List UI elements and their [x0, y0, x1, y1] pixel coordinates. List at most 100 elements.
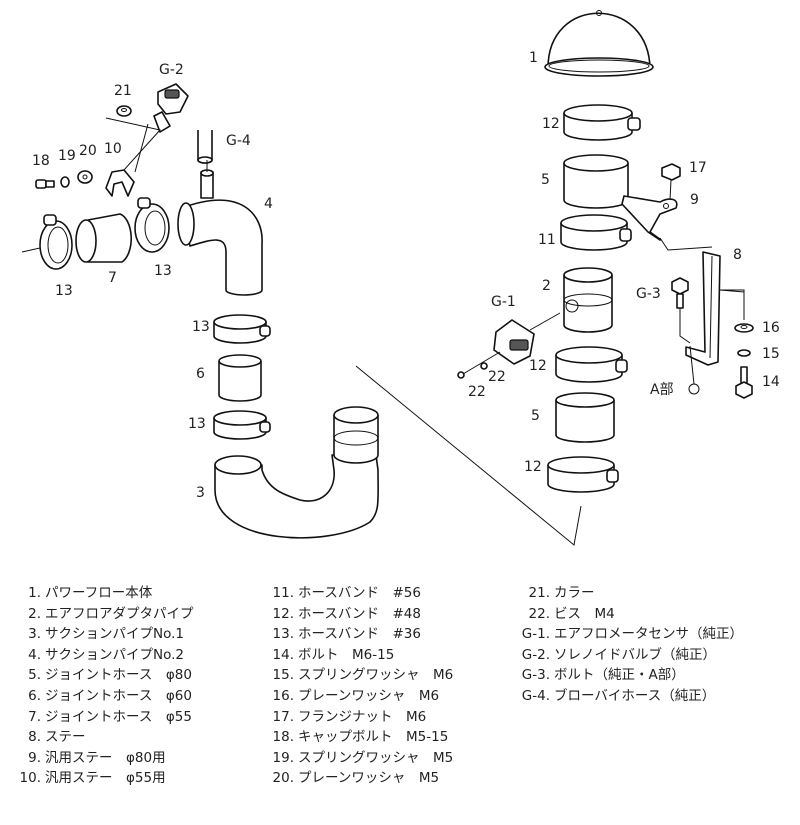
leader-line-a-part — [689, 345, 695, 385]
part-g4-blowby-hose — [197, 130, 213, 164]
callout-19: 19 — [58, 148, 76, 164]
callout-10: 10 — [104, 141, 122, 157]
legend-item: G-3.ボルト（純正・A部） — [508, 665, 743, 686]
legend-item: 6.ジョイントホース φ60 — [8, 686, 194, 707]
callout-13-left2: 13 — [154, 263, 172, 279]
legend-item-text: ホースバンド #36 — [298, 626, 421, 643]
legend-item-text: キャップボルト M5-15 — [298, 729, 449, 746]
callout-11: 11 — [538, 232, 556, 248]
legend-item-text: ジョイントホース φ55 — [45, 708, 192, 725]
legend-item-text: ジョイントホース φ80 — [45, 667, 192, 684]
callout-1: 1 — [529, 50, 538, 66]
leader-14-16 — [719, 289, 745, 320]
legend-item-number: 10. — [19, 770, 41, 787]
legend-item-number: 6. — [28, 687, 41, 704]
callout-13-left: 13 — [55, 283, 73, 299]
legend-item-text: ブローバイホース（純正） — [554, 687, 716, 704]
callout-22-a: 22 — [488, 369, 506, 385]
legend-item-text: カラー — [554, 585, 595, 601]
callout-5-upper: 5 — [541, 172, 550, 188]
part-12-band-top — [563, 104, 641, 141]
part-5-joint-hose-upper — [563, 154, 629, 209]
legend-item-number: 20. — [272, 770, 294, 787]
part-13-band-left2 — [134, 197, 170, 253]
legend-item-number: 13. — [272, 626, 294, 643]
part-13-band-left — [21, 214, 73, 270]
part-2-airflow-adapter-pipe — [563, 267, 613, 333]
legend-item-number: 7. — [28, 708, 41, 725]
legend-item: 7.ジョイントホース φ55 — [8, 707, 194, 728]
legend-item-number: 9. — [28, 749, 41, 766]
part-g3-bolt — [671, 277, 691, 344]
callout-17: 17 — [689, 160, 707, 176]
leader-line-pipe3-to-band12 — [355, 365, 582, 546]
legend-item-number: 22. — [528, 605, 550, 622]
callout-6: 6 — [196, 366, 205, 382]
part-6-joint-hose-60 — [218, 354, 262, 402]
callout-g1: G-1 — [491, 294, 516, 310]
legend-item-text: ホースバンド #56 — [298, 585, 421, 601]
legend-item: 9.汎用ステー φ80用 — [8, 748, 194, 769]
legend-item-number: 14. — [272, 646, 294, 663]
legend-item: 4.サクションパイプNo.2 — [8, 645, 194, 666]
legend-item-number: 11. — [272, 585, 294, 601]
legend-item-number: 12. — [272, 605, 294, 622]
legend-item-text: エアフロアダプタパイプ — [45, 605, 194, 622]
part-17-flange-nut — [661, 163, 681, 201]
callout-12-middle: 12 — [529, 358, 547, 374]
callout-12-bottom: 12 — [524, 459, 542, 475]
legend-item: 5.ジョイントホース φ80 — [8, 665, 194, 686]
part-12-band-middle — [555, 346, 628, 383]
legend-item: G-4.ブローバイホース（純正） — [508, 686, 743, 707]
legend-item-number: 17. — [272, 708, 294, 725]
callout-13-mid-lower: 13 — [188, 416, 206, 432]
part-22-screws — [457, 351, 501, 379]
legend-item: 2.エアフロアダプタパイプ — [8, 604, 194, 625]
callout-18: 18 — [32, 153, 50, 169]
legend-item-text: ボルト M6-15 — [298, 646, 395, 663]
part-21-collar — [116, 105, 132, 117]
legend-item-text: エアフロメータセンサ（純正） — [554, 626, 743, 643]
legend-item: 12.ホースバンド #48 — [262, 604, 453, 625]
legend-item: 22.ビス M4 — [508, 604, 743, 625]
legend-item: 11.ホースバンド #56 — [262, 583, 453, 604]
part-5-joint-hose-lower — [555, 392, 615, 443]
legend-item-text: ジョイントホース φ60 — [45, 687, 192, 704]
legend-item: 18.キャップボルト M5-15 — [262, 727, 453, 748]
part-13-band-mid-lower — [213, 410, 271, 440]
callout-7: 7 — [108, 270, 117, 286]
part-9-stay-80 — [621, 195, 713, 251]
callout-22-b: 22 — [468, 384, 486, 400]
legend-item-text: スプリングワッシャ M5 — [298, 749, 454, 766]
callout-2: 2 — [542, 278, 551, 294]
legend-item-text: サクションパイプNo.2 — [45, 646, 185, 663]
legend-item-number: 18. — [272, 729, 294, 746]
legend-item: 8.ステー — [8, 727, 194, 748]
part-15-spring-washer — [737, 349, 751, 357]
legend-item-text: フランジナット M6 — [298, 708, 427, 725]
legend-item: 19.スプリングワッシャ M5 — [262, 748, 454, 769]
callout-13-mid-upper: 13 — [192, 319, 210, 335]
legend-item: 17.フランジナット M6 — [262, 707, 453, 728]
legend-item-text: 汎用ステー φ80用 — [45, 749, 166, 766]
legend-item-number: 16. — [272, 687, 294, 704]
part-1-filter-dome — [544, 10, 654, 77]
legend-item-text: ソレノイドバルブ（純正） — [554, 646, 716, 663]
part-4-suction-pipe-no2 — [177, 160, 263, 296]
legend-item-number: 19. — [272, 749, 294, 766]
callout-20: 20 — [79, 143, 97, 159]
legend-item-text: サクションパイプNo.1 — [45, 626, 185, 643]
legend-item-text: スプリングワッシャ M6 — [298, 667, 454, 684]
legend-item-number: 2. — [28, 605, 41, 622]
legend-item-number: 1. — [28, 585, 41, 601]
legend-item: 1.パワーフロー本体 — [8, 583, 194, 604]
callout-g3: G-3 — [636, 286, 661, 302]
legend-item-number: 5. — [28, 667, 41, 684]
legend-item-number: 15. — [272, 667, 294, 684]
legend-item-number: 8. — [28, 729, 41, 746]
legend-item: 16.プレーンワッシャ M6 — [262, 686, 453, 707]
legend-item: 3.サクションパイプNo.1 — [8, 624, 194, 645]
legend-item-text: ホースバンド #48 — [298, 605, 421, 622]
callout-21: 21 — [114, 83, 132, 99]
